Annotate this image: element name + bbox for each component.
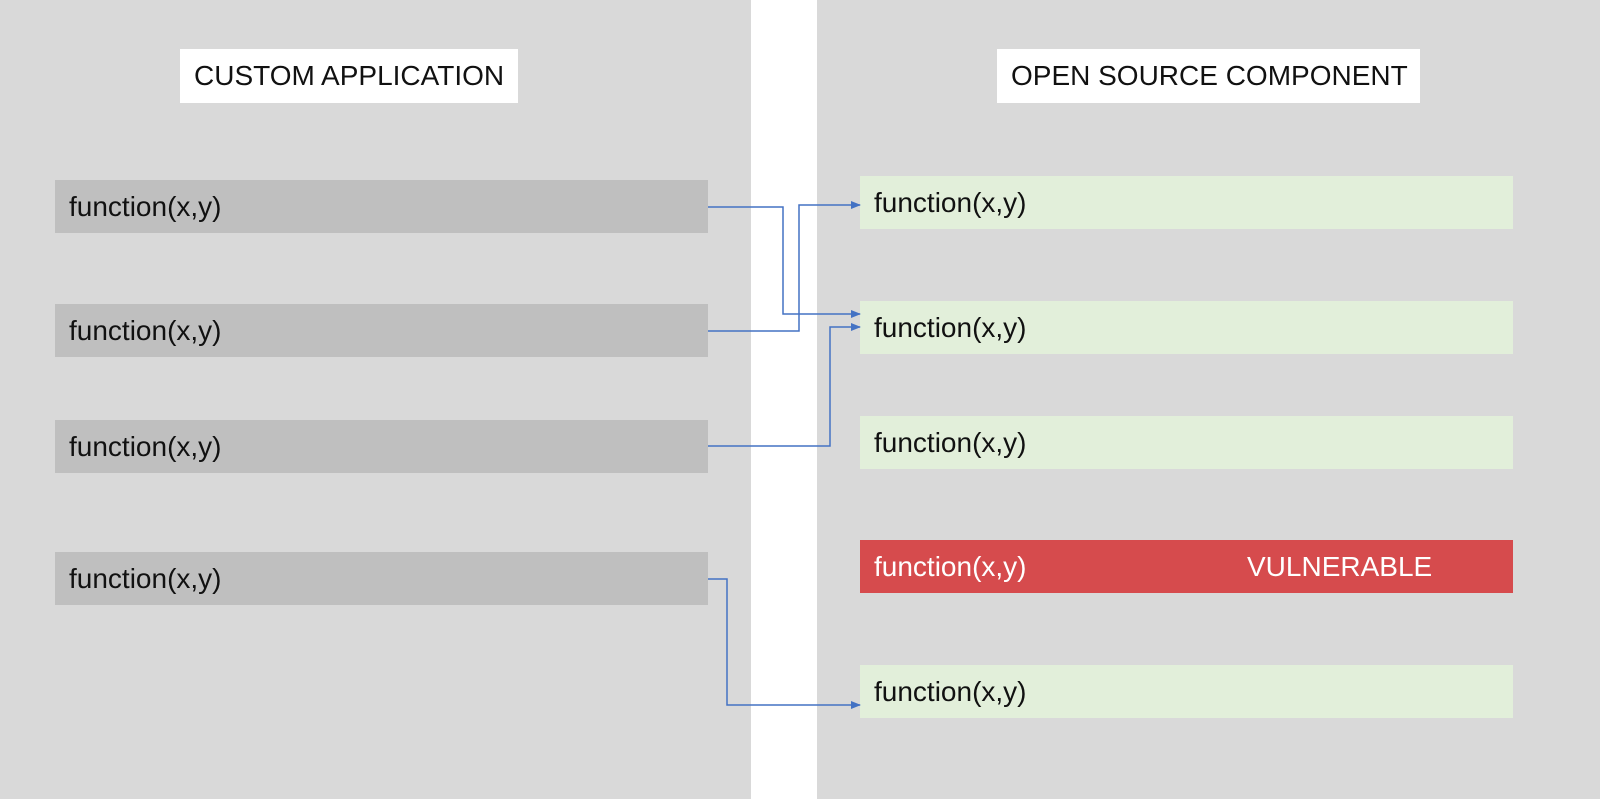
open-source-component-title: OPEN SOURCE COMPONENT [997,49,1420,103]
component-function-3: function(x,y) [860,416,1513,469]
custom-function-4: function(x,y) [55,552,708,605]
custom-application-panel [0,0,751,799]
component-function-5: function(x,y) [860,665,1513,718]
component-function-2: function(x,y) [860,301,1513,354]
custom-application-title: CUSTOM APPLICATION [180,49,518,103]
custom-function-1: function(x,y) [55,180,708,233]
vulnerable-label: VULNERABLE [1247,550,1433,582]
vulnerable-component-function: function(x,y) [860,540,1513,593]
custom-function-3: function(x,y) [55,420,708,473]
component-function-1: function(x,y) [860,176,1513,229]
custom-function-2: function(x,y) [55,304,708,357]
